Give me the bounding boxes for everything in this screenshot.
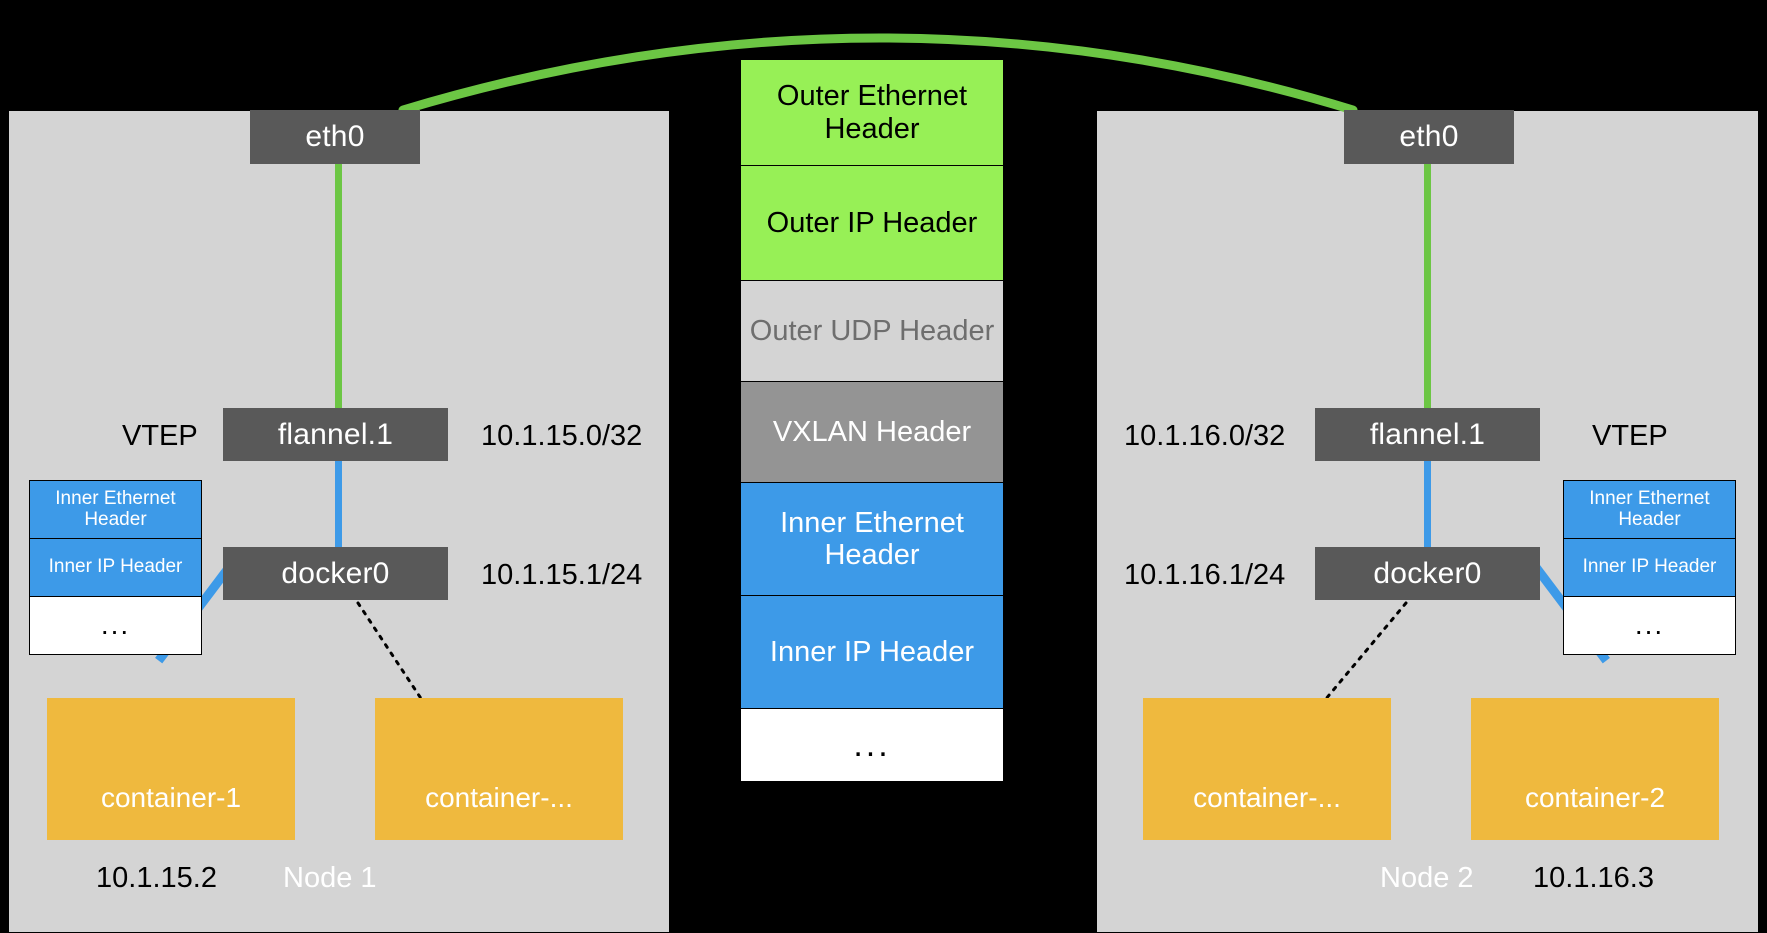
node-right-name: Node 2 xyxy=(1380,862,1474,894)
link-flannel-docker0-right xyxy=(1424,410,1431,548)
docker-cidr-left: 10.1.15.1/24 xyxy=(481,559,643,591)
vtep-label-right: VTEP xyxy=(1592,420,1668,452)
link-eth0-flannel-right xyxy=(1424,155,1431,410)
device-docker0-right-label: docker0 xyxy=(1373,556,1482,590)
device-flannel-left-label: flannel.1 xyxy=(277,417,394,451)
container-left-1-ip: 10.1.15.2 xyxy=(96,862,217,894)
packet-row-outer-udp-header: Outer UDP Header xyxy=(741,281,1003,382)
device-docker0-left-label: docker0 xyxy=(281,556,390,590)
flannel-cidr-left: 10.1.15.0/32 xyxy=(481,420,643,452)
container-box-right-1[interactable]: container-... xyxy=(1143,698,1391,840)
device-flannel-left[interactable]: flannel.1 xyxy=(223,408,448,461)
container-box-left-2[interactable]: container-... xyxy=(375,698,623,840)
device-flannel-right[interactable]: flannel.1 xyxy=(1315,408,1540,461)
flannel-cidr-right: 10.1.16.0/32 xyxy=(1124,420,1286,452)
packet-row-inner-ip-header: Inner IP Header xyxy=(741,596,1003,709)
container-box-left-1[interactable]: container-1 xyxy=(47,698,295,840)
container-left-1-label: container-1 xyxy=(100,782,242,813)
device-docker0-left[interactable]: docker0 xyxy=(223,547,448,600)
vxlan-packet-stack: Outer Ethernet Header Outer IP Header Ou… xyxy=(740,59,1004,782)
mini-row-inner-ip-right: Inner IP Header xyxy=(1564,539,1735,597)
container-right-2-label: container-2 xyxy=(1524,782,1666,813)
mini-row-inner-ethernet-left: Inner Ethernet Header xyxy=(30,481,201,539)
packet-row-ellipsis: ... xyxy=(741,709,1003,781)
mini-packet-left: Inner Ethernet Header Inner IP Header ..… xyxy=(29,480,202,655)
packet-row-outer-ip-header: Outer IP Header xyxy=(741,166,1003,281)
mini-row-inner-ip-left: Inner IP Header xyxy=(30,539,201,597)
container-right-2-ip: 10.1.16.3 xyxy=(1533,862,1654,894)
container-right-1-label: container-... xyxy=(1193,782,1341,813)
docker-cidr-right: 10.1.16.1/24 xyxy=(1124,559,1286,591)
mini-row-ellipsis-left: ... xyxy=(30,597,201,654)
mini-row-inner-ethernet-right: Inner Ethernet Header xyxy=(1564,481,1735,539)
mini-packet-right: Inner Ethernet Header Inner IP Header ..… xyxy=(1563,480,1736,655)
container-left-2-label: container-... xyxy=(425,782,573,813)
packet-row-outer-ethernet-header: Outer Ethernet Header xyxy=(741,60,1003,166)
device-flannel-right-label: flannel.1 xyxy=(1369,417,1486,451)
packet-row-vxlan-header: VXLAN Header xyxy=(741,382,1003,483)
vtep-label-left: VTEP xyxy=(122,420,198,452)
node-left-name: Node 1 xyxy=(283,862,377,894)
packet-row-inner-ethernet-header: Inner Ethernet Header xyxy=(741,483,1003,596)
container-box-right-2[interactable]: container-2 xyxy=(1471,698,1719,840)
link-flannel-docker0-left xyxy=(335,410,342,548)
device-eth0-right[interactable]: eth0 xyxy=(1344,110,1514,164)
device-eth0-left[interactable]: eth0 xyxy=(250,110,420,164)
device-docker0-right[interactable]: docker0 xyxy=(1315,547,1540,600)
mini-row-ellipsis-right: ... xyxy=(1564,597,1735,654)
device-eth0-right-label: eth0 xyxy=(1399,120,1459,153)
link-eth0-flannel-left xyxy=(335,155,342,410)
device-eth0-left-label: eth0 xyxy=(305,120,365,153)
